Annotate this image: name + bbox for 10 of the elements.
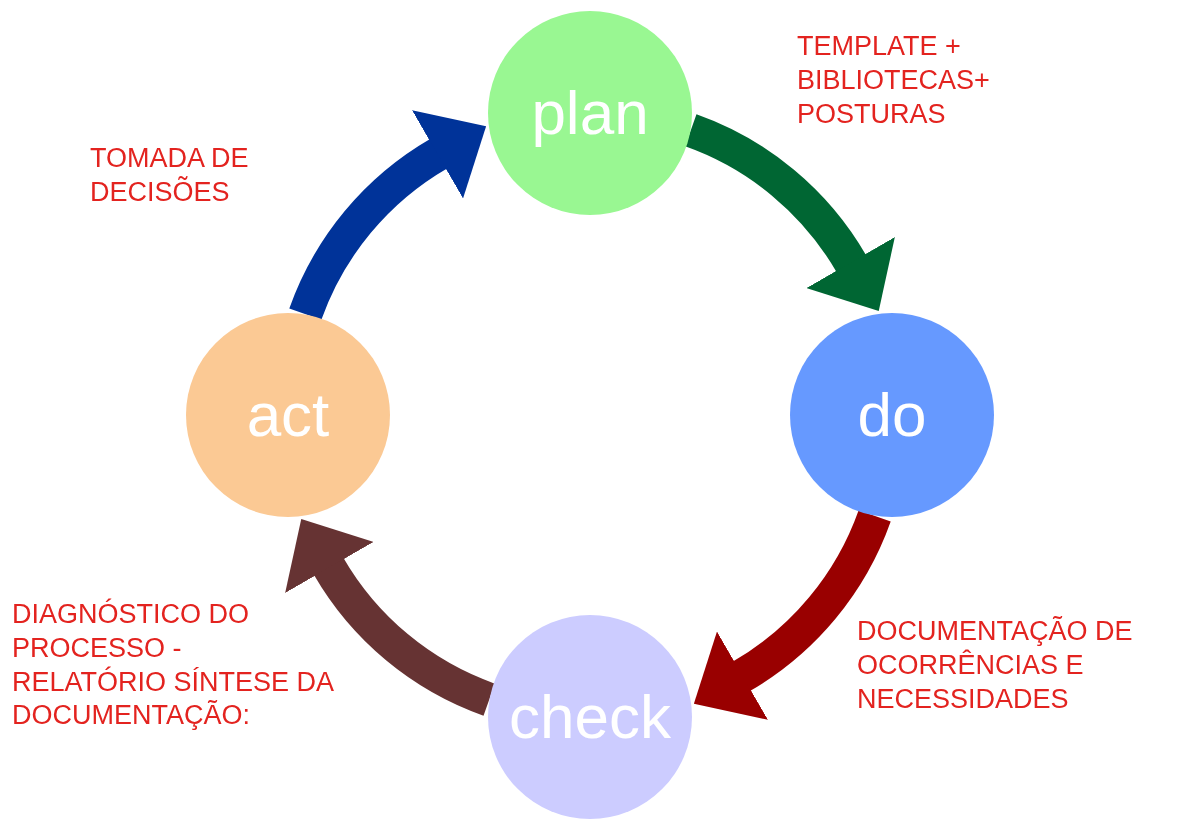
edge-label: DIAGNÓSTICO DO PROCESSO - RELATÓRIO SÍNTESE DA DOCUMENTAÇÃO: [12,598,335,733]
stage-label: do [857,384,927,446]
edge-label: TEMPLATE + BIBLIOTECAS+ POSTURAS [797,30,991,131]
edge-label: DOCUMENTAÇÃO DE OCORRÊNCIAS E NECESSIDADES [857,615,1134,716]
curved-arrow [684,114,894,310]
curved-arrow [695,509,891,719]
stage-label: act [246,384,330,446]
curved-arrow [286,520,496,716]
curved-arrow [289,111,485,321]
edge-label: TOMADA DE DECISÕES [90,142,250,209]
